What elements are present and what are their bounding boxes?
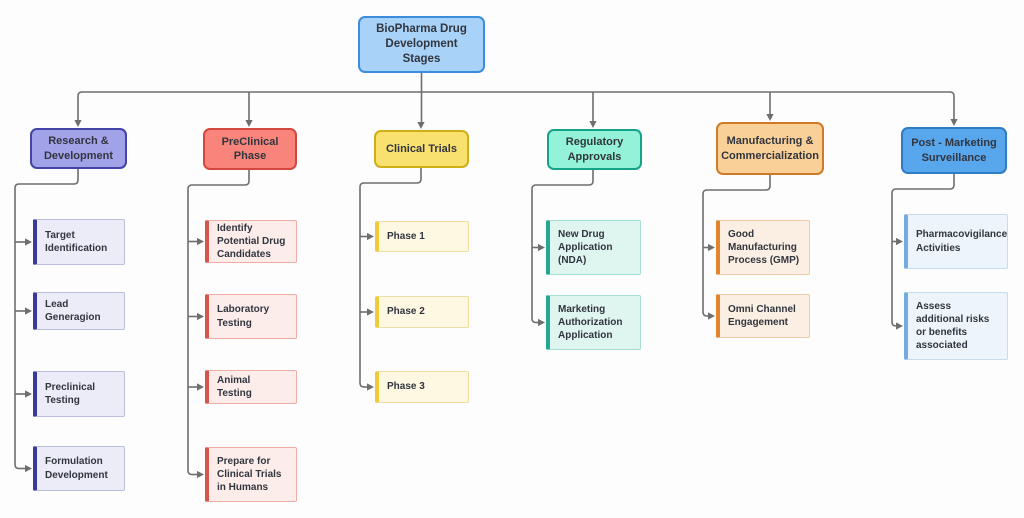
stage-node-post-marketing-surveillance: Post - Marketing Surveillance — [901, 127, 1007, 174]
substep-node: Target Identification — [33, 219, 125, 265]
substep-node: Assess additional risks or benefits asso… — [904, 292, 1008, 360]
arrowhead-down-icon — [950, 119, 958, 126]
arrowhead-down-icon — [417, 122, 425, 129]
arrowhead-right-icon — [367, 308, 374, 316]
arrowhead-right-icon — [708, 243, 715, 252]
arrowhead-right-icon — [538, 318, 545, 327]
substep-node: Phase 2 — [375, 296, 469, 328]
arrowhead-right-icon — [197, 383, 204, 391]
stage-node-manufacturing-commercialization: Manufacturing & Commercialization — [716, 122, 824, 175]
arrowhead-right-icon — [708, 312, 715, 320]
substep-node: Identify Potential Drug Candidates — [205, 220, 297, 263]
substep-node: Pharmacovigilance Activities — [904, 214, 1008, 269]
substep-node: Phase 3 — [375, 371, 469, 403]
substep-node: Omni Channel Engagement — [716, 294, 810, 338]
arrowhead-right-icon — [896, 322, 903, 330]
arrowhead-right-icon — [25, 238, 32, 246]
substep-node: Lead Generagion — [33, 292, 125, 330]
arrowhead-right-icon — [25, 464, 32, 473]
substep-node: Preclinical Testing — [33, 371, 125, 417]
substep-node: Animal Testing — [205, 370, 297, 404]
arrowhead-right-icon — [896, 237, 903, 246]
substep-node: Laboratory Testing — [205, 294, 297, 339]
substep-node: Phase 1 — [375, 221, 469, 252]
substep-node: Good Manufacturing Process (GMP) — [716, 220, 810, 275]
substep-node: Formulation Development — [33, 446, 125, 491]
arrowhead-right-icon — [197, 312, 204, 321]
stage-node-regulatory-approvals: Regulatory Approvals — [547, 129, 642, 170]
substep-node: New Drug Application (NDA) — [546, 220, 641, 275]
arrowhead-right-icon — [538, 243, 545, 252]
arrowhead-right-icon — [197, 237, 204, 246]
arrowhead-down-icon — [74, 120, 82, 127]
arrowhead-down-icon — [766, 114, 774, 121]
arrowhead-down-icon — [589, 121, 597, 128]
root-node: BioPharma Drug Development Stages — [358, 16, 485, 73]
substep-node: Prepare for Clinical Trials in Humans — [205, 447, 297, 502]
stage-node-research-development: Research & Development — [30, 128, 127, 169]
arrowhead-right-icon — [197, 470, 204, 479]
arrowhead-right-icon — [367, 383, 374, 391]
arrowhead-right-icon — [25, 390, 32, 398]
arrowhead-down-icon — [245, 120, 253, 127]
connector-line — [359, 168, 422, 388]
stage-node-clinical-trials: Clinical Trials — [374, 130, 469, 168]
arrowhead-right-icon — [367, 232, 374, 241]
stage-node-preclinical-phase: PreClinical Phase — [203, 128, 297, 170]
arrowhead-right-icon — [25, 307, 32, 315]
connector-line — [77, 91, 955, 122]
substep-node: Marketing Authorization Application — [546, 295, 641, 350]
